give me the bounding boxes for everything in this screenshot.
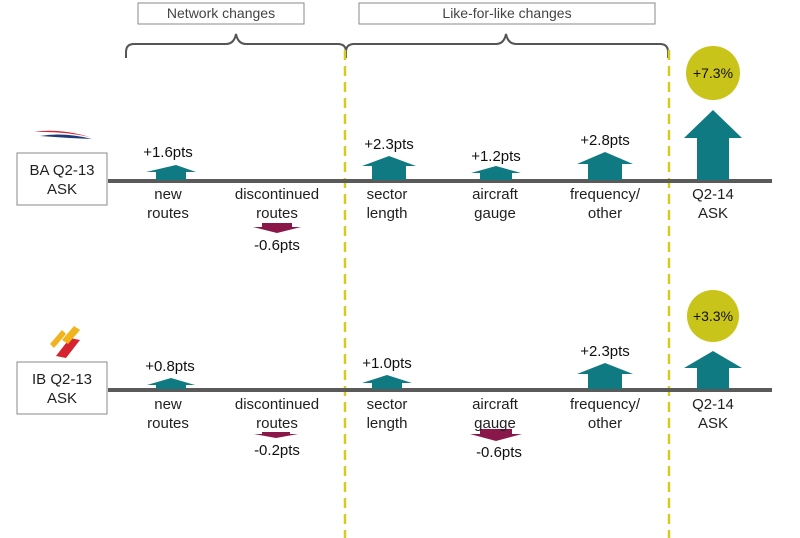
ib-sector-length-up-arrow xyxy=(362,375,412,389)
ba-new-routes-value: +1.6pts xyxy=(143,144,193,161)
ba-new-routes-label-line1: new xyxy=(154,186,182,203)
ib-frequency-other-up-arrow xyxy=(577,363,633,389)
ba-start-label-line2: ASK xyxy=(47,181,77,198)
ib-sector-length-label-line2: length xyxy=(367,415,408,432)
ib-aircraft-gauge-down-arrow xyxy=(470,429,522,441)
ib-new-routes-label-line1: new xyxy=(154,396,182,413)
ba-end-label-line1: Q2-14 xyxy=(692,186,734,203)
network-changes-header: Network changes xyxy=(137,2,305,25)
network-changes-brace xyxy=(125,33,347,58)
ba-frequency-other-value: +2.8pts xyxy=(580,132,630,149)
ba-discontinued-routes-label-line1: discontinued xyxy=(235,186,319,203)
ib-total-bubble xyxy=(687,290,739,342)
ib-discontinued-routes-label-line1: discontinued xyxy=(235,396,319,413)
ib-new-routes-value: +0.8pts xyxy=(145,358,195,375)
ba-sector-length-up-arrow xyxy=(362,156,416,180)
ib-discontinued-routes-down-arrow xyxy=(254,432,298,438)
ba-total-bubble xyxy=(686,46,740,100)
ba-frequency-other-up-arrow xyxy=(577,152,633,180)
ib-aircraft-gauge-value: -0.6pts xyxy=(476,444,522,461)
ib-new-routes-up-arrow xyxy=(147,378,195,389)
ib-frequency-other-label-line1: frequency/ xyxy=(570,396,641,413)
ib-start-box: IB Q2-13 ASK xyxy=(16,361,108,415)
ib-aircraft-gauge-label-line2: gauge xyxy=(474,415,516,432)
ba-start-label-line1: BA Q2-13 xyxy=(29,162,94,179)
ba-sector-length-label-line2: length xyxy=(367,205,408,222)
ib-end-label-line2: ASK xyxy=(698,415,728,432)
ba-aircraft-gauge-value: +1.2pts xyxy=(471,148,521,165)
british-airways-logo-icon xyxy=(34,130,92,139)
ib-total-value: +3.3% xyxy=(693,308,733,324)
ba-aircraft-gauge-up-arrow xyxy=(471,166,521,180)
ib-aircraft-gauge-label-line1: aircraft xyxy=(472,396,519,413)
ba-new-routes-up-arrow xyxy=(146,165,196,180)
network-changes-header-text: Network changes xyxy=(167,5,275,21)
ba-sector-length-label-line1: sector xyxy=(367,186,408,203)
ba-frequency-other-label-line1: frequency/ xyxy=(570,186,641,203)
ba-row: BA Q2-13 ASK +1.6pts new routes disconti… xyxy=(16,46,772,254)
ba-sector-length-value: +2.3pts xyxy=(364,136,414,153)
ib-frequency-other-value: +2.3pts xyxy=(580,343,630,360)
ba-aircraft-gauge-label-line1: aircraft xyxy=(472,186,519,203)
ib-start-label-line1: IB Q2-13 xyxy=(32,371,92,388)
ba-total-value: +7.3% xyxy=(693,65,733,81)
iberia-logo-icon xyxy=(50,326,80,358)
ba-discontinued-routes-down-arrow xyxy=(253,223,301,233)
ib-discontinued-routes-value: -0.2pts xyxy=(254,442,300,459)
ib-sector-length-value: +1.0pts xyxy=(362,355,412,372)
ba-frequency-other-label-line2: other xyxy=(588,205,622,222)
like-for-like-header-text: Like-for-like changes xyxy=(442,5,571,21)
ib-sector-length-label-line1: sector xyxy=(367,396,408,413)
ib-row: IB Q2-13 ASK +0.8pts new routes disconti… xyxy=(16,290,772,461)
ib-end-label-line1: Q2-14 xyxy=(692,396,734,413)
ba-discontinued-routes-label-line2: routes xyxy=(256,205,298,222)
ib-new-routes-label-line2: routes xyxy=(147,415,189,432)
ib-start-label-line2: ASK xyxy=(47,390,77,407)
like-for-like-header: Like-for-like changes xyxy=(358,2,656,25)
ba-aircraft-gauge-label-line2: gauge xyxy=(474,205,516,222)
ib-total-up-arrow xyxy=(684,351,742,389)
ba-new-routes-label-line2: routes xyxy=(147,205,189,222)
ba-end-label-line2: ASK xyxy=(698,205,728,222)
ib-frequency-other-label-line2: other xyxy=(588,415,622,432)
ba-discontinued-routes-value: -0.6pts xyxy=(254,237,300,254)
ib-discontinued-routes-label-line2: routes xyxy=(256,415,298,432)
ba-total-up-arrow xyxy=(684,110,742,180)
like-for-like-brace xyxy=(345,33,669,58)
ba-start-box: BA Q2-13 ASK xyxy=(16,152,108,206)
